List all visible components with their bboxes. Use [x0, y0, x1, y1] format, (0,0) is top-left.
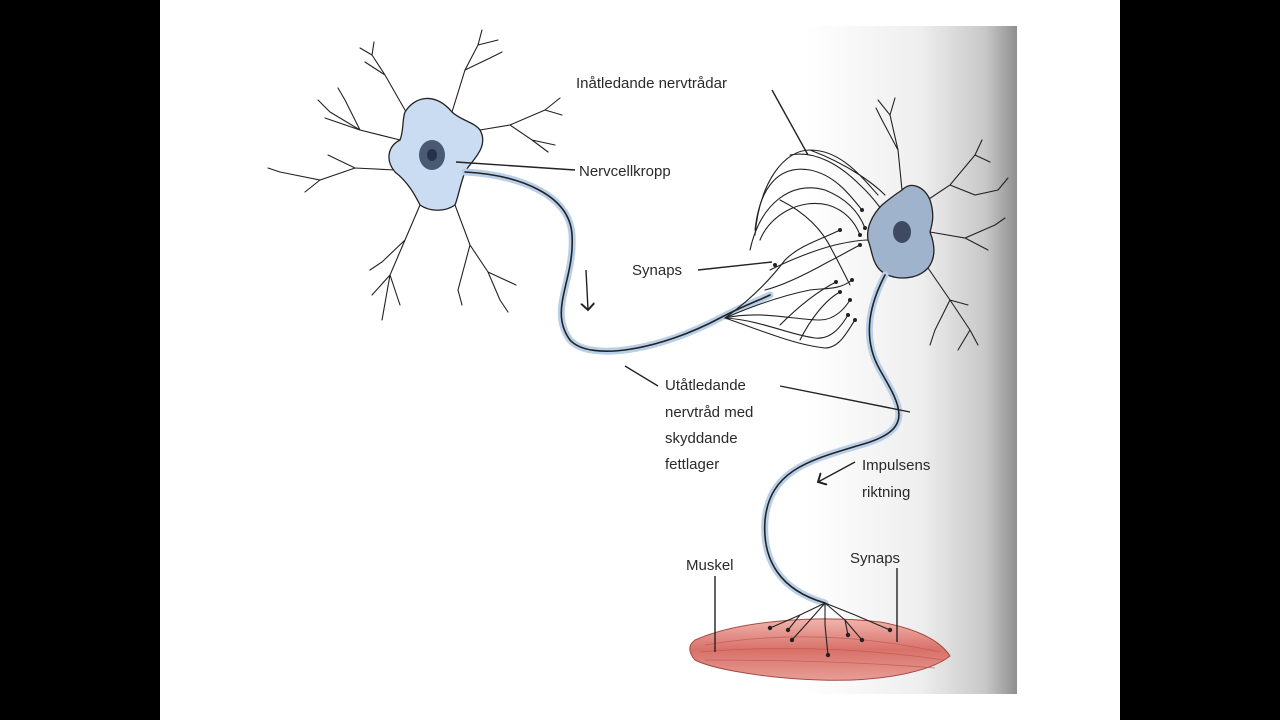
leader-synapse-top: [698, 262, 772, 270]
neuron-diagram: Inåtledande nervtrådar Nervcellkropp Syn…: [160, 0, 1120, 720]
upper-axon: [465, 172, 770, 351]
left-nucleolus: [427, 149, 437, 161]
sensory-neuron: [268, 30, 562, 320]
label-incoming-fibers: Inåtledande nervtrådar: [576, 75, 727, 92]
label-outgoing-4: fettlager: [665, 456, 719, 473]
label-cell-body: Nervcellkropp: [579, 163, 671, 180]
label-impulse-1: Impulsens: [862, 457, 930, 474]
label-synapse-bottom: Synaps: [850, 550, 900, 567]
spinal-cord: [805, 26, 1017, 694]
leader-outgoing-2: [625, 366, 658, 386]
label-outgoing-3: skyddande: [665, 430, 738, 447]
label-synapse-top: Synaps: [632, 262, 682, 279]
label-muscle: Muskel: [686, 557, 734, 574]
label-impulse-2: riktning: [862, 484, 910, 501]
right-nucleus: [893, 221, 911, 243]
axon-direction-arrow: [586, 270, 588, 310]
leader-incoming-fibers: [772, 90, 808, 155]
label-outgoing-1: Utåtledande: [665, 377, 746, 394]
label-outgoing-2: nervtråd med: [665, 404, 753, 421]
leader-cell-body: [456, 162, 575, 170]
slide: Inåtledande nervtrådar Nervcellkropp Syn…: [160, 0, 1120, 720]
upper-axon-sheath: [465, 172, 770, 351]
